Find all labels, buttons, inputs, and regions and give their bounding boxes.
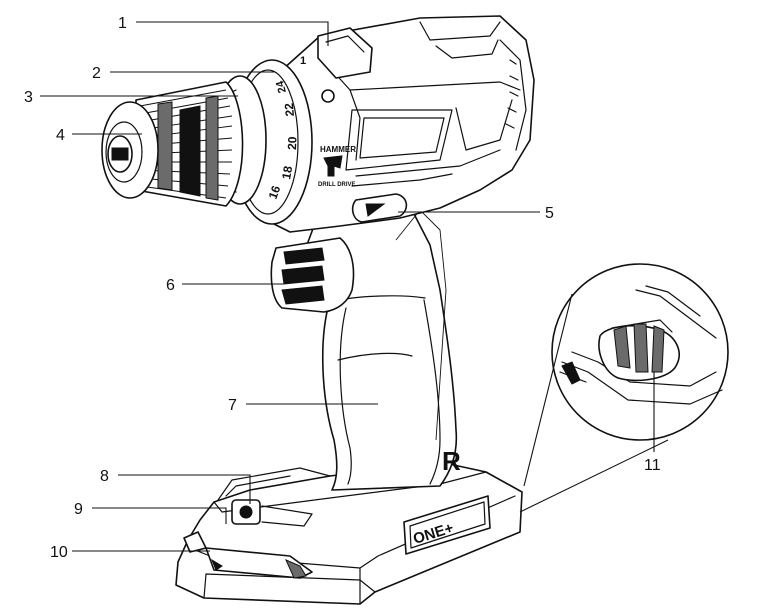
led-indicator [239,505,253,519]
trigger[interactable] [270,237,355,313]
callout-3: 3 [24,89,33,106]
mode-indicator [321,89,335,103]
battery-base: ONE+ [175,461,523,605]
torque-18: 18 [279,165,295,181]
callout-8: 8 [100,468,109,485]
gear-mark-1: 1 [300,55,306,67]
callout-11: 11 [644,457,661,474]
callout-10: 10 [50,544,68,561]
torque-22: 22 [282,102,297,117]
callout-5: 5 [545,205,554,222]
hammer-icon [323,155,343,177]
leader-lines [40,21,655,552]
callout-4: 4 [56,127,65,144]
chuck-jaws [111,147,129,161]
detail-magnifier [519,263,729,513]
handle-logo: R [442,446,461,476]
callout-numbers: 1 2 3 4 5 6 7 8 9 10 11 [24,15,661,561]
torque-24: 24 [274,79,289,95]
callout-9: 9 [74,501,83,518]
callout-7: 7 [228,397,237,414]
callout-1: 1 [118,15,127,32]
direction-selector[interactable] [351,193,408,223]
keyless-chuck[interactable] [135,81,244,207]
motor-housing: 1 HAMMER DRILL DRIVE [247,15,535,233]
torque-20: 20 [285,136,299,150]
torque-16: 16 [266,183,284,201]
mode-label: DRILL DRIVE [318,182,356,188]
hammer-label: HAMMER [320,145,356,154]
callout-6: 6 [166,277,175,294]
gear-selector[interactable]: 1 [300,27,373,79]
chuck-nose [101,101,159,199]
callout-2: 2 [92,65,101,82]
